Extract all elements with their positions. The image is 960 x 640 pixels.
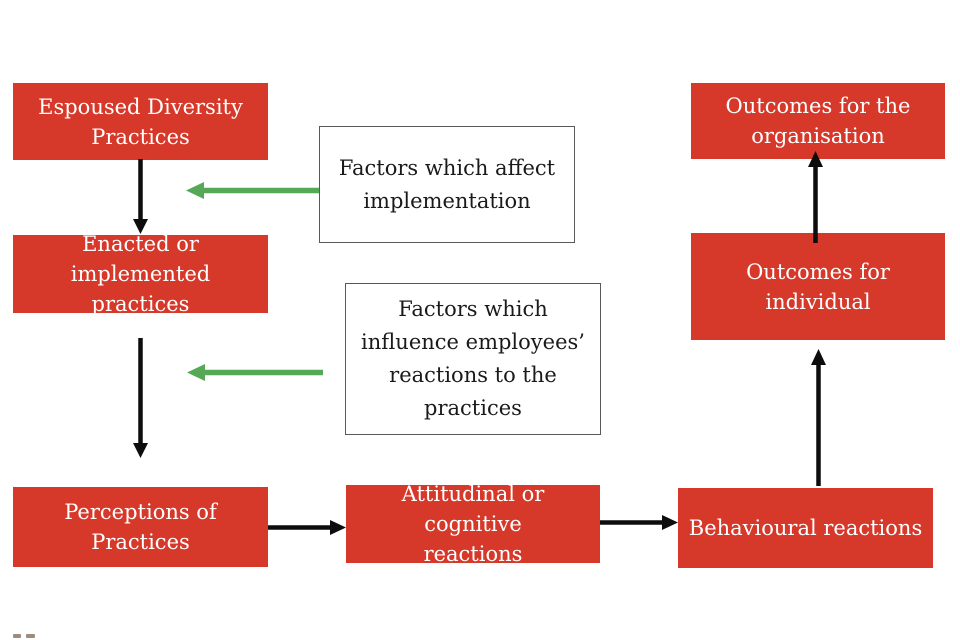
node-outcomes-individual: Outcomes for individual bbox=[691, 233, 945, 340]
cutoff-text-fragment-2 bbox=[26, 634, 35, 638]
node-behavioural-reactions: Behavioural reactions bbox=[678, 488, 933, 568]
edge-attitudinal-to-behavioural-head bbox=[662, 515, 678, 530]
edge-enacted-to-perceptions-head bbox=[133, 443, 148, 458]
edge-factors-implementation-head bbox=[186, 182, 204, 199]
edge-factors-reactions-head bbox=[187, 364, 205, 381]
edge-behavioural-to-individual-head bbox=[811, 349, 826, 365]
node-enacted-practices: Enacted or implemented practices bbox=[13, 232, 268, 316]
node-factors-reactions: Factors which influence employees’ react… bbox=[345, 283, 601, 435]
node-factors-implementation: Factors which affect implementation bbox=[319, 126, 575, 243]
cutoff-text-fragment-1 bbox=[13, 634, 21, 638]
node-espoused-practices: Espoused Diversity Practices bbox=[13, 83, 268, 160]
node-attitudinal-reactions: Attitudinal or cognitive reactions bbox=[346, 482, 600, 566]
node-outcomes-organisation: Outcomes for the organisation bbox=[691, 83, 945, 159]
edge-perceptions-to-attitudinal-head bbox=[330, 520, 346, 535]
node-perceptions-practices: Perceptions of Practices bbox=[13, 487, 268, 567]
